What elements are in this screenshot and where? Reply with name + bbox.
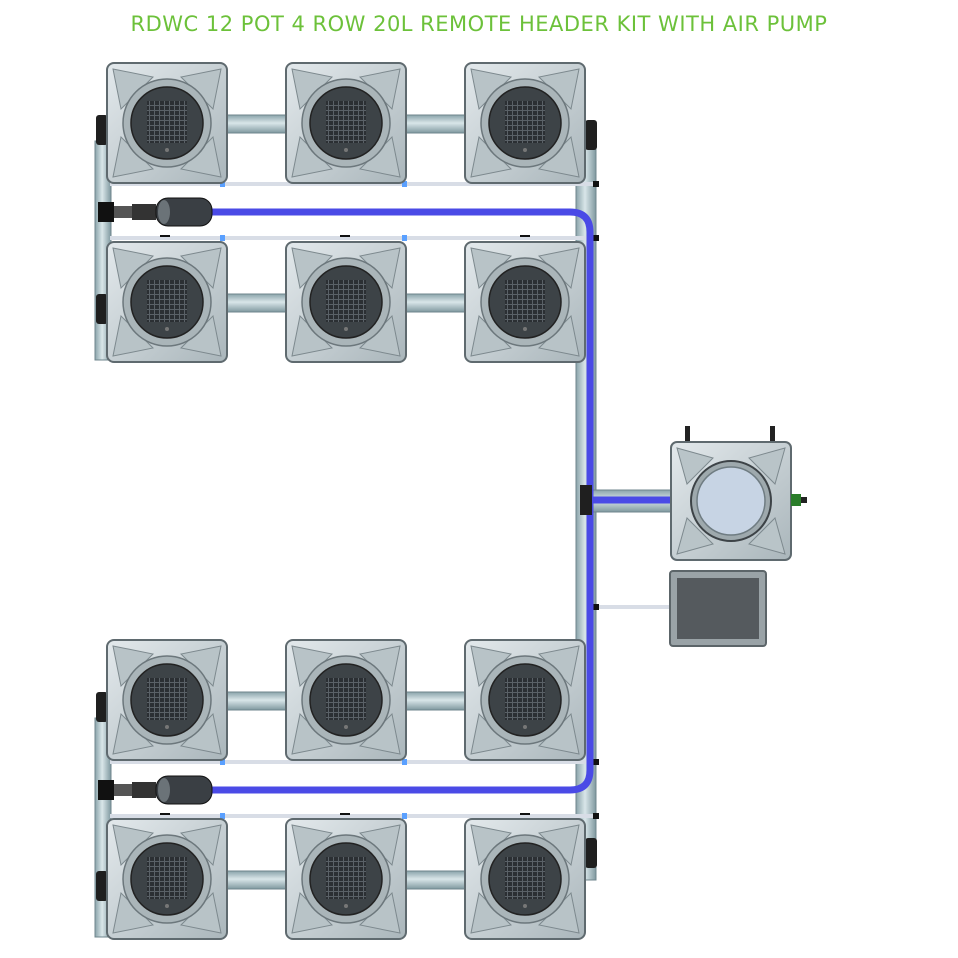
pump-body	[98, 780, 114, 800]
net-pot-mesh	[326, 280, 366, 322]
pipe-elbow	[96, 692, 108, 722]
grow-pot-icon	[464, 818, 586, 940]
pots-layer	[106, 62, 586, 940]
plumbing-layer	[94, 114, 673, 938]
pump-body	[155, 197, 213, 227]
net-pot-mesh	[505, 857, 545, 899]
lid-marker	[523, 327, 527, 331]
pump-body	[114, 784, 132, 796]
line-clip	[160, 235, 170, 237]
return-pump-icon	[98, 775, 213, 805]
line-clip	[593, 813, 599, 819]
line-connector	[402, 759, 407, 765]
lid-marker	[344, 148, 348, 152]
lid-marker	[165, 327, 169, 331]
lid-marker	[344, 327, 348, 331]
line-clip	[340, 235, 350, 237]
pump-body	[132, 204, 156, 220]
airline-layer	[98, 197, 670, 805]
pipe-tee	[580, 485, 592, 515]
grow-pot-icon	[285, 62, 407, 184]
lid-marker	[344, 904, 348, 908]
lid-marker	[523, 148, 527, 152]
header-tank-icon	[670, 426, 807, 561]
pipe-elbow	[96, 871, 108, 901]
pump-body	[158, 778, 170, 802]
net-pot-mesh	[326, 678, 366, 720]
line-clip	[160, 813, 170, 815]
line-connector	[402, 235, 407, 241]
pipe-elbow	[96, 115, 108, 145]
pump-body	[98, 202, 114, 222]
grow-pot-icon	[464, 241, 586, 363]
line-clip	[593, 604, 599, 610]
air-pump-icon	[669, 570, 767, 647]
net-pot-mesh	[147, 280, 187, 322]
grow-pot-icon	[106, 639, 228, 761]
line-connector	[220, 813, 225, 819]
grow-pot-icon	[285, 818, 407, 940]
net-pot-mesh	[147, 678, 187, 720]
net-pot-mesh	[505, 678, 545, 720]
pipe-elbow	[96, 294, 108, 324]
line-connector	[402, 813, 407, 819]
line-clip	[593, 181, 599, 187]
pump-body	[158, 200, 170, 224]
net-pot-mesh	[505, 280, 545, 322]
pipe-elbow	[585, 838, 597, 868]
grow-pot-icon	[464, 639, 586, 761]
line-clip	[520, 235, 530, 237]
pump-body	[132, 782, 156, 798]
grow-pot-icon	[106, 818, 228, 940]
net-pot-mesh	[326, 101, 366, 143]
line-connector	[220, 181, 225, 187]
line-clip	[593, 759, 599, 765]
grow-pot-icon	[285, 241, 407, 363]
grow-pot-icon	[464, 62, 586, 184]
lid-marker	[165, 904, 169, 908]
lid-marker	[523, 725, 527, 729]
net-pot-mesh	[505, 101, 545, 143]
net-pot-mesh	[147, 857, 187, 899]
lid-marker	[344, 725, 348, 729]
lid-marker	[165, 725, 169, 729]
line-connector	[220, 759, 225, 765]
diagram-title: RDWC 12 POT 4 ROW 20L REMOTE HEADER KIT …	[130, 12, 828, 36]
line-clip	[340, 813, 350, 815]
net-pot-mesh	[147, 101, 187, 143]
grow-pot-icon	[285, 639, 407, 761]
pump-body	[114, 206, 132, 218]
line-connector	[220, 235, 225, 241]
lid-marker	[523, 904, 527, 908]
pipe-elbow	[585, 120, 597, 150]
grow-pot-icon	[106, 241, 228, 363]
grow-pot-icon	[106, 62, 228, 184]
lid-marker	[165, 148, 169, 152]
line-clip	[520, 813, 530, 815]
line-clip	[593, 235, 599, 241]
return-pump-icon	[98, 197, 213, 227]
line-connector	[402, 181, 407, 187]
net-pot-mesh	[326, 857, 366, 899]
pump-body	[155, 775, 213, 805]
